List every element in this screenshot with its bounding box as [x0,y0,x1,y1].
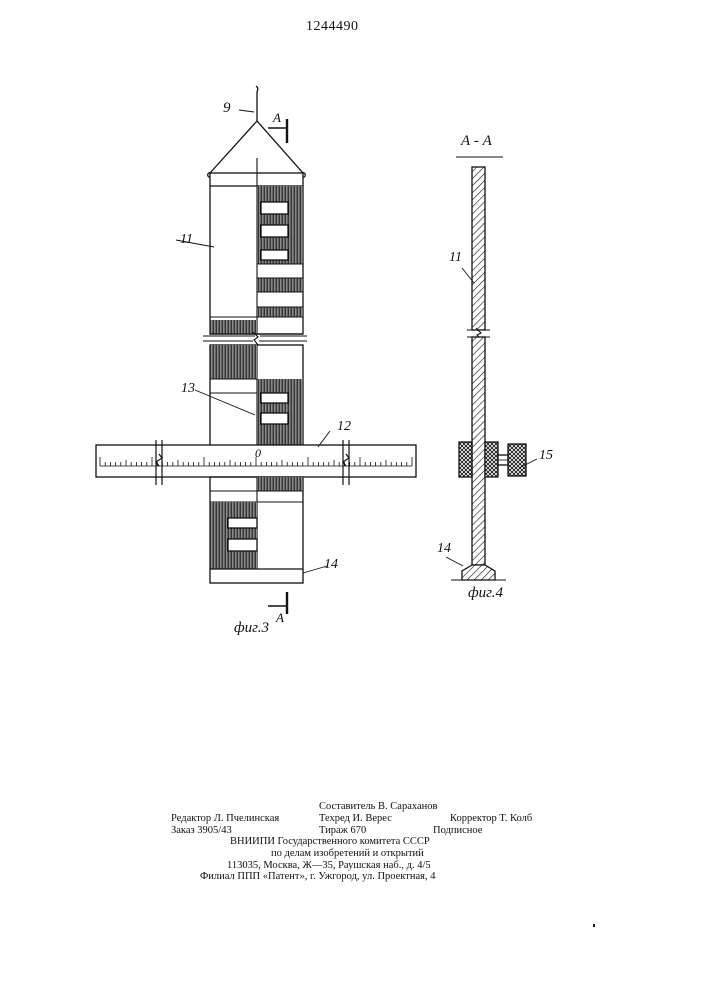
fig4-section-title: А - А [461,133,492,150]
label-fig4-staff-11: 11 [449,250,462,266]
imprint-circulation: Тираж 670 [319,825,366,836]
label-bar-12: 12 [337,419,351,435]
imprint-corrector: Корректор Т. Колб [450,813,532,824]
label-screw-15: 15 [539,448,553,464]
imprint-compiler: Составитель В. Сараханов [319,801,437,812]
imprint-editor: Редактор Л. Пчелинская [171,813,279,824]
edge-mark [593,924,595,927]
label-base-14: 14 [324,557,338,573]
imprint-org-line1: ВНИИПИ Государственного комитета СССР [230,836,430,847]
figure-3 [96,86,416,614]
label-section-a-bottom: А [276,610,284,626]
label-staff-11: 11 [180,232,193,248]
label-fig4-base-14: 14 [437,541,451,557]
label-rope-9: 9 [223,100,231,117]
label-section-a-top: А [273,110,281,126]
figure-4 [446,157,537,580]
imprint-org-line2: по делам изобретений и открытий [271,848,424,859]
fig3-caption: фиг.3 [234,620,269,637]
label-mark-13: 13 [181,381,195,397]
label-zero: 0 [255,446,261,461]
imprint-subscription: Подписное [433,825,482,836]
staff-upper [210,158,303,334]
imprint-order: Заказ 3905/43 [171,825,232,836]
imprint-address: 113035, Москва, Ж—35, Раушская наб., д. … [227,860,431,871]
imprint-tech-editor: Техред И. Верес [319,813,392,824]
imprint-branch: Филиал ППП «Патент», г. Ужгород, ул. Про… [200,871,435,882]
fig4-caption: фиг.4 [468,585,503,602]
staff-lower [96,345,416,583]
